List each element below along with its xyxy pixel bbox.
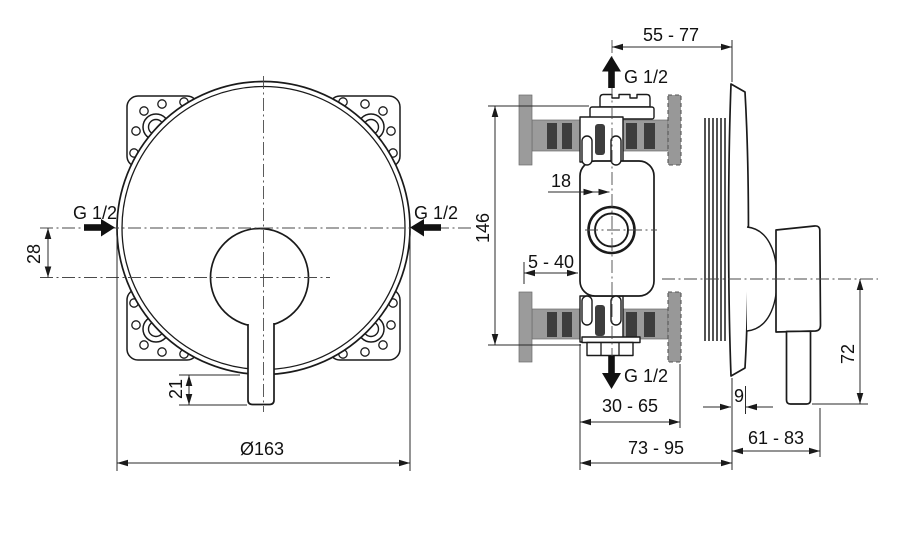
fixing-slot [595,124,605,155]
bottom-port-nut [586,341,634,357]
bottom-port: G 1/2 [602,356,668,389]
dim-top-port-depth-label: 55 - 77 [643,25,699,45]
threaded-sleeve [704,118,726,341]
flow-arrow-right-icon [101,219,115,237]
screw-slot [610,135,622,166]
dim-body-height: 146 [473,105,589,346]
front-view: G 1/2 G 1/2 28 21 Ø163 [24,76,471,471]
dim-handle-bottom-label: 21 [166,379,186,399]
dim-protrusion-label: 61 - 83 [748,428,804,448]
finished-wall-plate [667,94,682,166]
flow-arrow-left-icon [424,224,441,231]
escutcheon-side-profile [727,83,750,377]
flow-arrow-up-icon [602,56,621,72]
dim-handle-length-label: 72 [838,344,858,364]
inlet-left-label: G 1/2 [73,203,117,223]
dim-body-height-label: 146 [473,213,493,243]
top-port-nut [599,93,651,108]
screw-slot [610,295,622,326]
dim-mounting-depth-min: 5 - 40 [523,252,578,284]
dim-inlet-offset-label: 28 [24,244,44,264]
dim-total-depth-label: 73 - 95 [628,438,684,458]
handle-lever-front [247,323,275,406]
dim-installation-depth-label: 30 - 65 [602,396,658,416]
flow-arrow-left-icon [410,219,424,237]
dim-protrusion: 61 - 83 [732,408,821,457]
top-port-label: G 1/2 [624,67,668,87]
inlet-right: G 1/2 [410,203,458,237]
top-port: G 1/2 [602,56,668,88]
bottom-port-flange [581,336,641,344]
dim-inlet-offset: 28 [24,228,52,278]
dim-body-center-label: 18 [551,171,571,191]
flow-arrow-right-icon [84,224,101,231]
screw-slot [581,135,593,166]
dim-plate-thickness-label: 9 [734,386,744,406]
finished-wall-plate [667,291,682,363]
rough-wall-plate [518,94,533,166]
dim-installation-depth: 30 - 65 [580,364,681,428]
dim-total-depth: 73 - 95 [579,344,733,470]
fixing-slot [595,305,605,336]
dim-plate-thickness: 9 [703,386,773,414]
dim-mounting-depth-min-label: 5 - 40 [528,252,574,272]
dim-top-port-depth: 55 - 77 [612,25,733,82]
screw-slot [581,295,593,326]
flow-arrow-down-icon [608,356,615,374]
flow-arrow-up-icon [608,70,615,88]
dim-escutcheon-diameter-label: Ø163 [240,439,284,459]
dim-body-center: 18 [548,171,610,196]
dim-handle-bottom: 21 [166,374,247,406]
rough-wall-plate [518,291,533,363]
side-view: G 1/2 G 1/2 55 - 77 146 18 [473,25,878,470]
dim-handle-length: 72 [812,279,868,405]
inlet-right-label: G 1/2 [414,203,458,223]
flow-arrow-down-icon [602,373,621,389]
bottom-port-label: G 1/2 [624,366,668,386]
handle-lever-side [785,330,812,405]
dim-escutcheon-diameter: Ø163 [116,235,411,471]
inlet-left: G 1/2 [73,203,117,237]
